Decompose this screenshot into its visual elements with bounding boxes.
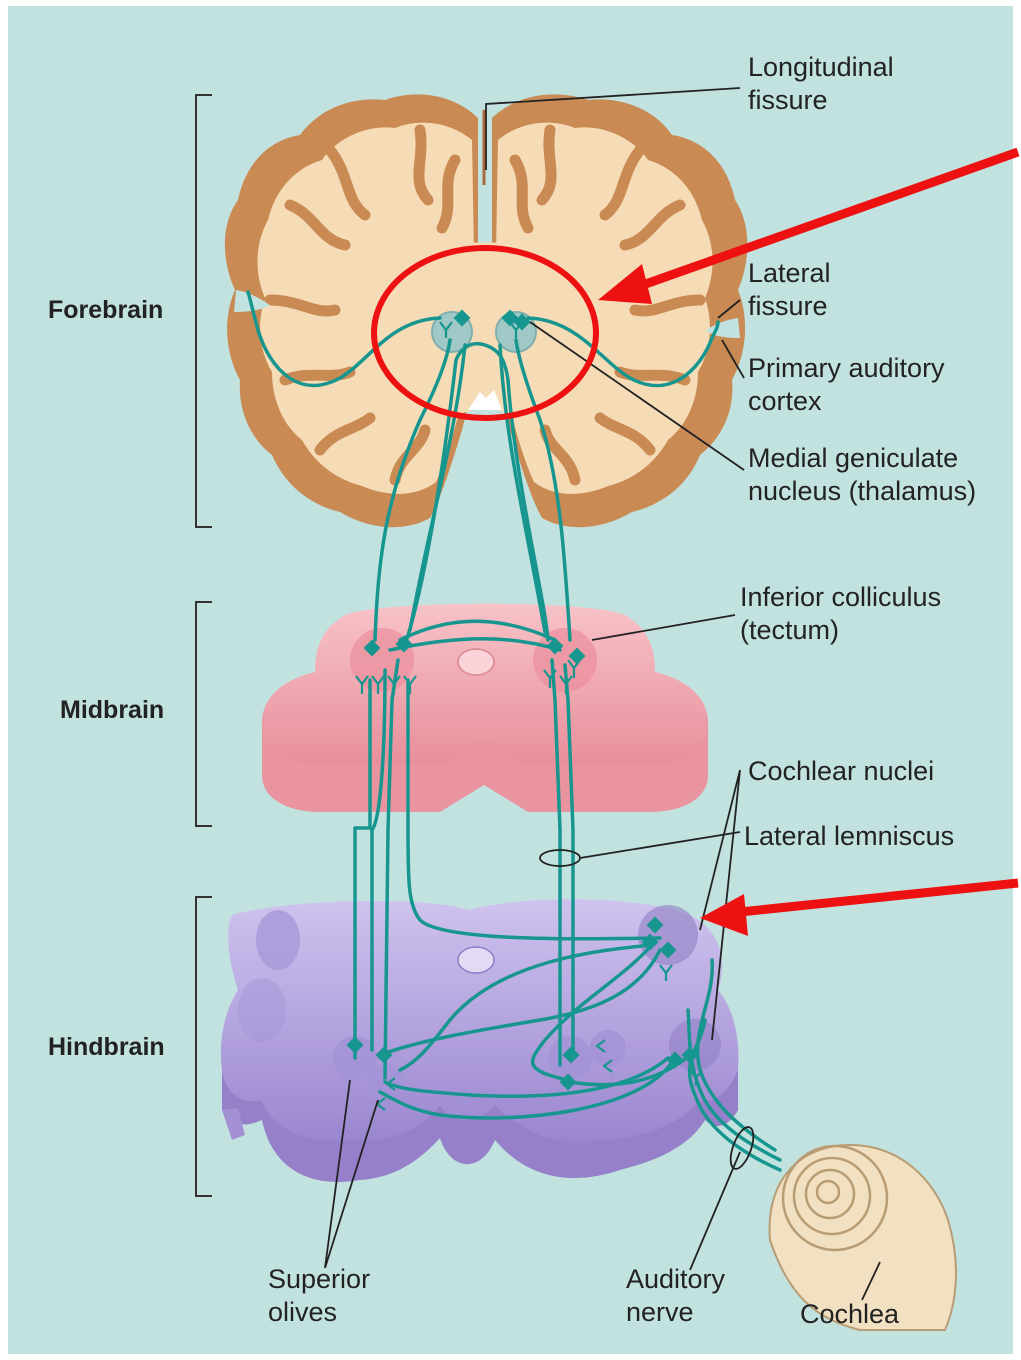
label-cochlea: Cochlea — [800, 1299, 900, 1329]
hindbrain-section — [221, 899, 739, 1182]
label-lateral-lemniscus: Lateral lemniscus — [744, 821, 954, 851]
region-forebrain-label: Forebrain — [48, 296, 163, 324]
region-hindbrain-label: Hindbrain — [48, 1033, 165, 1061]
region-midbrain-label: Midbrain — [60, 696, 164, 724]
label-cochlear-nuclei: Cochlear nuclei — [748, 756, 934, 786]
midbrain-section — [262, 604, 708, 812]
